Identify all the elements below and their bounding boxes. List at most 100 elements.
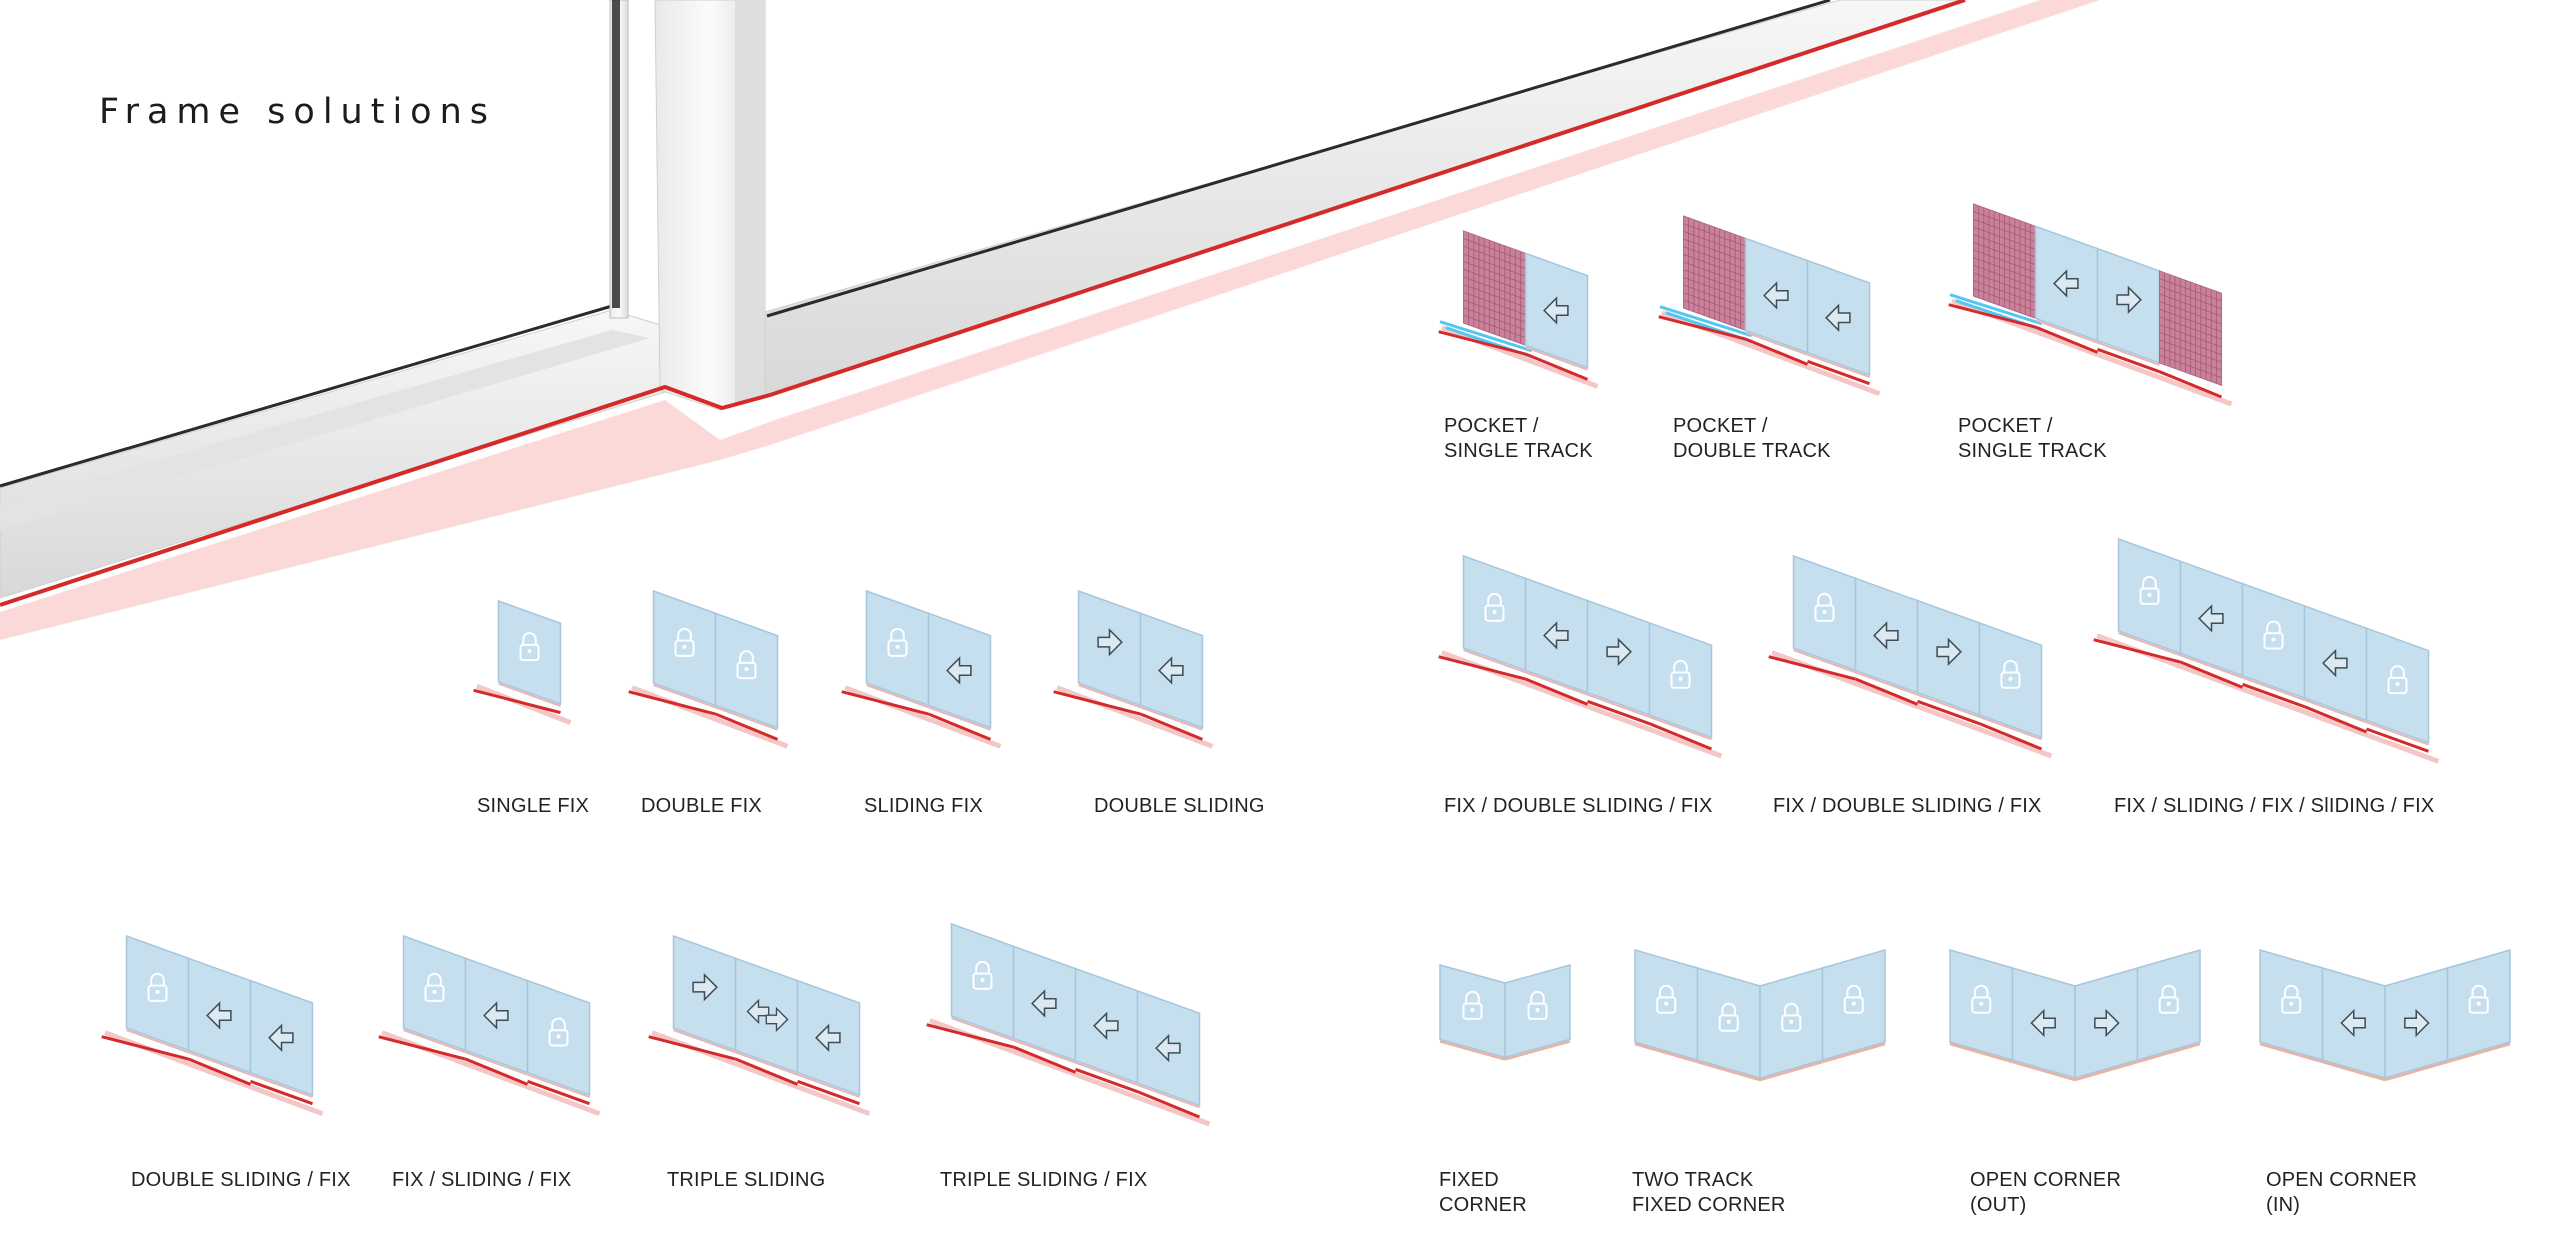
caption-pocket-single-track-2: POCKET /SINGLE TRACK	[1958, 414, 2107, 464]
panel-base	[1917, 693, 1980, 718]
lock-icon-keyhole	[895, 644, 900, 649]
lock-icon-shackle	[2390, 665, 2405, 678]
red-rail	[0, 0, 1966, 607]
panel-base	[951, 1017, 1014, 1042]
lock-icon-keyhole	[1535, 1007, 1540, 1012]
panel-base	[2304, 699, 2367, 724]
lock-icon-body	[2468, 996, 2489, 1014]
lock-icon	[736, 650, 757, 680]
lock-icon	[1843, 984, 1864, 1014]
caption-line: TRIPLE SLIDING / FIX	[940, 1169, 1148, 1191]
caption-triple-sliding-fix: TRIPLE SLIDING / FIX	[940, 1168, 1147, 1193]
arrow-right-icon	[1097, 627, 1123, 657]
arrow-right-icon	[692, 972, 718, 1002]
panel-base	[498, 682, 561, 707]
rail-segment	[648, 1035, 736, 1061]
arrow-left-icon	[2053, 269, 2079, 298]
caption-line: SLIDING FIX	[864, 795, 983, 817]
caption-line: TRIPLE SLIDING	[667, 1169, 826, 1191]
arrow-right-icon	[765, 1006, 789, 1033]
pocket-grid-line	[2159, 354, 2222, 378]
panel-base	[527, 1073, 590, 1098]
rail-segment	[1916, 699, 1981, 726]
panel-base	[1504, 1040, 1571, 1061]
lock-icon-keyhole	[2147, 592, 2152, 597]
arrow-shape	[1158, 656, 1184, 685]
lock-icon-keyhole	[2395, 682, 2400, 687]
arrow-shape	[2404, 1008, 2430, 1038]
panel-base	[2384, 1060, 2448, 1082]
diagram-double-sliding	[1053, 589, 1214, 749]
arrow-shape	[946, 656, 972, 685]
caption-open-corner-in: OPEN CORNER(IN)	[2266, 1168, 2417, 1218]
lock-icon-body	[1670, 671, 1691, 689]
main-post-side	[735, 0, 765, 405]
panel-base	[1745, 331, 1808, 356]
lock-icon-keyhole	[1492, 609, 1497, 614]
caption-line: SINGLE TRACK	[1958, 440, 2107, 462]
panel-base	[1525, 346, 1588, 371]
rail-segment	[187, 1057, 252, 1086]
lock-icon	[2000, 659, 2021, 689]
panel-base	[1855, 671, 1918, 696]
panel-base	[1634, 1042, 1698, 1064]
caption-line: (IN)	[2266, 1194, 2301, 1216]
lock-icon-shackle	[2003, 659, 2018, 673]
panel-base	[2259, 1042, 2323, 1064]
panel-base	[1697, 1060, 1761, 1082]
arrow-left-icon	[2322, 648, 2348, 678]
panel-base	[1140, 706, 1203, 731]
arrow-shape	[692, 972, 718, 1002]
lock-icon	[2139, 575, 2160, 605]
lock-icon-keyhole	[980, 977, 985, 982]
caption-double-sliding: DOUBLE SLIDING	[1094, 794, 1265, 819]
panel-base	[465, 1051, 528, 1076]
caption-line: OPEN CORNER	[1970, 1169, 2122, 1191]
lock-icon-shackle	[1721, 1002, 1737, 1016]
diagram-pocket-double-track	[1658, 215, 1881, 396]
arrow-shape	[2030, 1008, 2056, 1038]
lock-icon	[887, 627, 908, 657]
rail-segment	[1524, 352, 1589, 381]
diagram-triple-sliding-fix	[926, 922, 1211, 1127]
right-glass-edge	[766, 0, 1831, 318]
arrow-left-icon	[2030, 1008, 2056, 1038]
lock-icon-shackle	[1846, 984, 1862, 998]
rail-segment	[796, 1079, 861, 1106]
arrow-shape	[206, 1001, 232, 1030]
rail-segment	[1438, 655, 1526, 681]
diagram-pocket-single-track-2	[1948, 203, 2233, 407]
arrow-left-icon	[1155, 1033, 1181, 1063]
pocket-panel	[1463, 230, 1526, 347]
arrow-left-icon	[2340, 1008, 2366, 1038]
lock-icon-keyhole	[155, 989, 160, 994]
panel-base	[1137, 1084, 1200, 1109]
arrow-shape	[815, 1023, 841, 1052]
arrow-shape	[2198, 604, 2224, 633]
lock-icon-body	[1843, 996, 1864, 1014]
rail-segment	[473, 688, 561, 715]
pocket-grid-line	[1463, 307, 1526, 331]
lock-icon	[674, 627, 695, 657]
panel-base	[250, 1073, 313, 1098]
lock-icon-body	[2281, 996, 2302, 1014]
lock-icon	[2281, 984, 2302, 1014]
lock-icon-shackle	[1817, 592, 1832, 606]
diagram-double-sliding-fix	[101, 934, 324, 1116]
panel-base	[1822, 1042, 1886, 1064]
lock-icon-keyhole	[1789, 1019, 1794, 1024]
caption-double-fix: DOUBLE FIX	[641, 794, 762, 819]
caption-single-fix: SINGLE FIX	[477, 794, 589, 819]
lock-icon	[972, 960, 993, 990]
lock-icon-shackle	[551, 1017, 566, 1031]
diagram-fix-double-sliding-fix-2	[1768, 554, 2053, 759]
panel-base	[403, 1029, 466, 1054]
caption-fix-double-sliding-fix-1: FIX / DOUBLE SLIDING / FIX	[1444, 794, 1713, 819]
rail-segment	[714, 712, 779, 741]
rail-segment	[2303, 705, 2368, 734]
panel-base	[653, 684, 716, 709]
lock-icon	[1656, 984, 1677, 1014]
lock-icon-body	[887, 639, 908, 657]
lock-icon-shackle	[2161, 984, 2177, 998]
arrow-shape	[1936, 637, 1962, 666]
